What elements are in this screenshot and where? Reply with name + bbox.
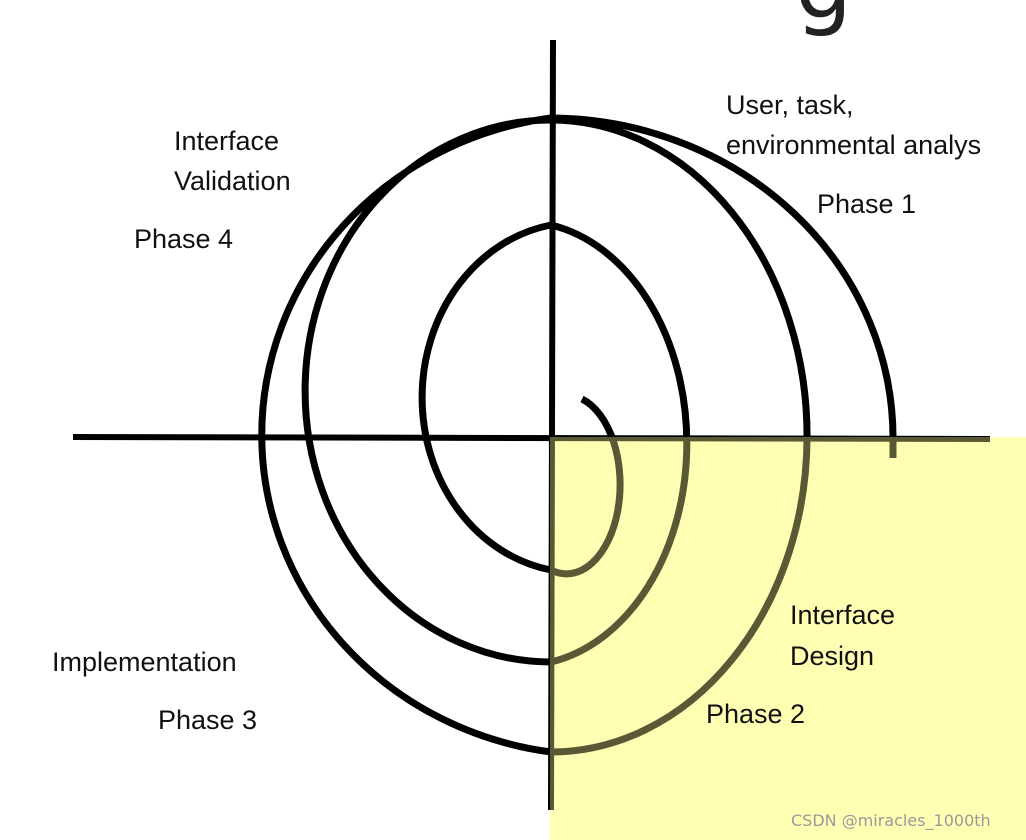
phase-4-title-line-1: Interface xyxy=(174,126,280,156)
phase-2-label: Phase 2 xyxy=(706,699,806,729)
phase-1-label: Phase 1 xyxy=(817,189,917,219)
phase-4-title-line-2: Validation xyxy=(174,166,291,196)
phase-1-title-line-1: User, task, xyxy=(726,90,854,120)
phase-2-title-line-2: Design xyxy=(790,641,875,671)
phase-3-label: Phase 3 xyxy=(158,705,258,735)
cropped-title-glyph: g xyxy=(795,0,852,32)
phase-2-highlight-region xyxy=(550,437,1026,840)
vertical-axis xyxy=(548,39,556,811)
phase-2-highlight-tint xyxy=(550,437,1026,840)
watermark: CSDN @miracles_1000th xyxy=(791,811,991,830)
phase-2-title-line-1: Interface xyxy=(790,600,896,630)
phase-4-label: Phase 4 xyxy=(134,224,234,254)
horizontal-axis xyxy=(72,434,991,442)
spiral-curve xyxy=(258,114,897,756)
phase-1-title-line-2: environmental analys xyxy=(726,130,982,160)
phase-3-title-line-1: Implementation xyxy=(52,647,237,677)
